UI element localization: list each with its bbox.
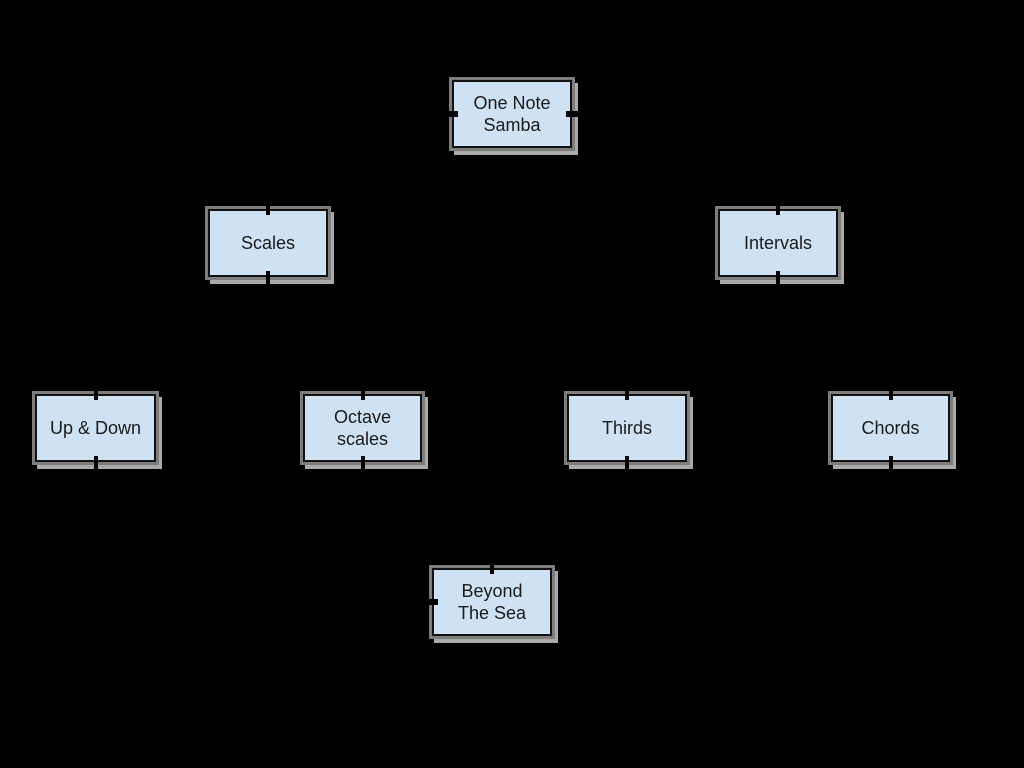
node-label: Scales: [240, 233, 296, 253]
connector-tick-bottom: [266, 271, 270, 284]
node-intervals: Intervals: [718, 204, 838, 284]
connector-tick-top: [93, 389, 98, 400]
connector-tick-right: [566, 111, 579, 117]
node-label: Thirds: [601, 418, 652, 438]
connector-tick-bottom: [625, 456, 629, 469]
connector-tick-bottom: [360, 456, 365, 469]
connector-tick-bottom: [888, 456, 893, 469]
connector-tick-top: [266, 204, 270, 215]
node-one-note-samba: One Note Samba: [447, 80, 579, 148]
connector-tick-top: [360, 389, 365, 400]
connector-tick-bottom: [93, 456, 98, 469]
node-scales: Scales: [208, 204, 328, 284]
connector-tick-bottom: [776, 271, 780, 284]
connector-tick-left: [447, 111, 458, 117]
node-label: Octave scales: [333, 407, 392, 449]
node-label: Intervals: [743, 233, 813, 253]
connector-tick-top: [625, 389, 629, 400]
node-label: Chords: [861, 418, 920, 438]
node-chords: Chords: [831, 389, 950, 469]
node-label: Up & Down: [49, 418, 142, 438]
node-thirds: Thirds: [567, 389, 687, 469]
connector-tick-top: [888, 389, 893, 400]
node-beyond-the-sea: Beyond The Sea: [427, 563, 552, 636]
node-up-and-down: Up & Down: [35, 389, 156, 469]
connector-tick-top: [776, 204, 780, 215]
connector-tick-left: [427, 599, 438, 605]
node-octave-scales: Octave scales: [303, 389, 422, 469]
node-label: One Note Samba: [473, 93, 551, 135]
connector-tick-top: [490, 563, 494, 574]
node-label: Beyond The Sea: [457, 581, 527, 623]
